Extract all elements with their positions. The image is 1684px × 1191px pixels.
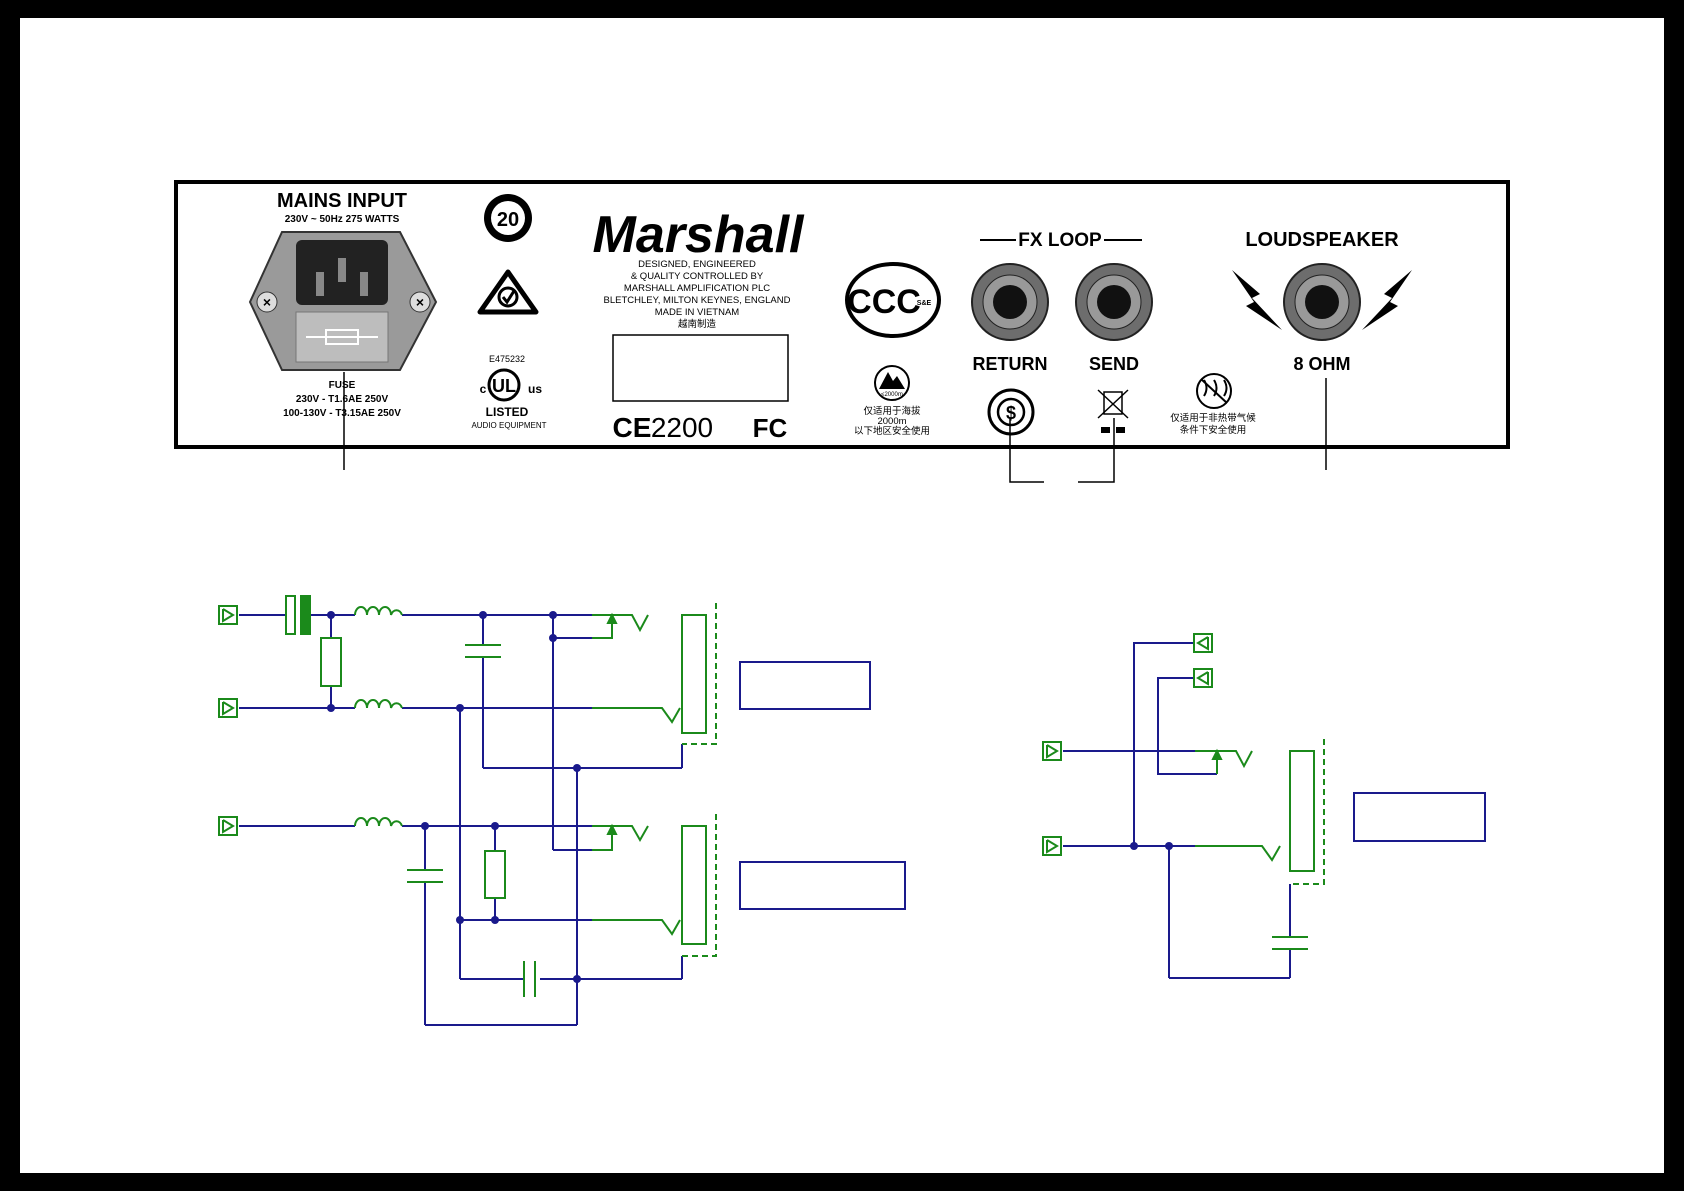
climate-line-2: 条件下安全使用 — [1180, 424, 1247, 436]
mains-schematic — [218, 595, 906, 1026]
made-line-2: & QUALITY CONTROLLED BY — [631, 271, 764, 282]
made-line-4: BLETCHLEY, MILTON KEYNES, ENGLAND — [604, 295, 791, 306]
ul-listed-label: LISTED — [486, 405, 529, 419]
ul-code: E475232 — [489, 354, 525, 364]
made-line-3: MARSHALL AMPLIFICATION PLC — [624, 283, 770, 294]
ce-mark: CE — [613, 412, 652, 443]
svg-text:×: × — [416, 294, 424, 310]
inductor-3-icon — [354, 817, 403, 827]
ccc-mark-icon: CCC S&E — [845, 262, 941, 338]
ccc-sub-text: S&E — [917, 300, 932, 307]
rohs-20-icon: 20 — [484, 194, 532, 242]
send-label: SEND — [1089, 354, 1139, 374]
made-line-5: MADE IN VIETNAM — [655, 307, 740, 318]
jack-sleeve-2 — [681, 825, 707, 945]
jack-sleeve-1 — [681, 614, 707, 734]
svg-text:c: c — [480, 382, 487, 396]
spec-notice-icon: $ — [987, 388, 1035, 436]
made-line-6: 越南制造 — [678, 318, 717, 330]
screw-right-icon — [409, 291, 431, 313]
svg-text:$: $ — [1006, 403, 1016, 423]
svg-text:UL: UL — [492, 376, 516, 396]
label-box-1 — [739, 661, 871, 710]
climate-icon — [1196, 373, 1232, 409]
ohm-label: 8 OHM — [1293, 354, 1350, 374]
ccc-text: CCC — [847, 283, 921, 321]
loop-terminal-3-icon — [1042, 741, 1062, 761]
loop-terminal-4-icon — [1042, 836, 1062, 856]
ul-sub-label: AUDIO EQUIPMENT — [471, 421, 546, 430]
return-label: RETURN — [973, 354, 1048, 374]
return-jack[interactable] — [971, 263, 1049, 341]
fuse-line-1: 230V - T1.6AE 250V — [296, 394, 389, 405]
altitude-line-2: 2000m — [877, 416, 906, 427]
return-leader-line — [1009, 418, 1044, 483]
loop-terminal-2-icon — [1193, 668, 1213, 688]
rcm-mark-icon — [477, 269, 539, 315]
send-leader-line — [1078, 418, 1115, 483]
altitude-line-3: 以下地区安全使用 — [854, 425, 930, 437]
terminal-third-icon — [218, 816, 238, 836]
svg-text:us: us — [528, 382, 542, 396]
send-jack[interactable] — [1075, 263, 1153, 341]
loudspeaker-title: LOUDSPEAKER — [1245, 229, 1399, 251]
terminal-neutral-icon — [218, 698, 238, 718]
made-line-1: DESIGNED, ENGINEERED — [638, 259, 756, 270]
loop-jack-sleeve — [1289, 750, 1315, 872]
fuse-title: FUSE — [329, 380, 356, 391]
brand-logo: Marshall — [593, 206, 806, 264]
label-box-2 — [739, 861, 906, 910]
altitude-badge-text: ≤2000m — [881, 392, 903, 398]
lightning-right-icon — [1362, 270, 1412, 330]
label-box-3 — [1353, 792, 1486, 842]
resistor-2-icon — [484, 850, 506, 899]
climate-line-1: 仅适用于非热带气候 — [1170, 412, 1256, 424]
diagram-canvas: MAINS INPUT 230V ~ 50Hz 275 WATTS × × FU… — [20, 18, 1664, 1173]
svg-text:×: × — [263, 294, 271, 310]
loop-terminal-1-icon — [1193, 633, 1213, 653]
diagram-svg: MAINS INPUT 230V ~ 50Hz 275 WATTS × × FU… — [174, 180, 1510, 1026]
loop-schematic — [1042, 633, 1486, 979]
inductor-2-icon — [354, 699, 403, 709]
fx-loop-title: FX LOOP — [1018, 230, 1102, 251]
terminal-live-icon — [218, 605, 238, 625]
altitude-line-1: 仅适用于海拔 — [863, 405, 921, 417]
loudspeaker-jack[interactable] — [1283, 263, 1361, 341]
ce-number: 2200 — [651, 412, 713, 443]
lightning-left-icon — [1232, 270, 1282, 330]
resistor-1-icon — [320, 637, 342, 687]
mains-rating: 230V ~ 50Hz 275 WATTS — [285, 214, 400, 225]
ul-logo-icon: UL c us — [480, 368, 542, 402]
inductor-1-icon — [354, 606, 403, 616]
serial-label-box — [612, 334, 789, 402]
fcc-mark: FC — [753, 413, 788, 443]
altitude-icon: ≤2000m — [874, 365, 910, 401]
fuse-line-2: 100-130V - T3.15AE 250V — [283, 408, 401, 419]
iec-socket: × × — [248, 231, 438, 371]
mains-fuse-icon — [285, 595, 296, 635]
screw-left-icon — [256, 291, 278, 313]
weee-bin-icon — [1097, 389, 1129, 433]
mains-input-title: MAINS INPUT — [277, 190, 407, 212]
rohs-badge-text: 20 — [497, 209, 519, 231]
